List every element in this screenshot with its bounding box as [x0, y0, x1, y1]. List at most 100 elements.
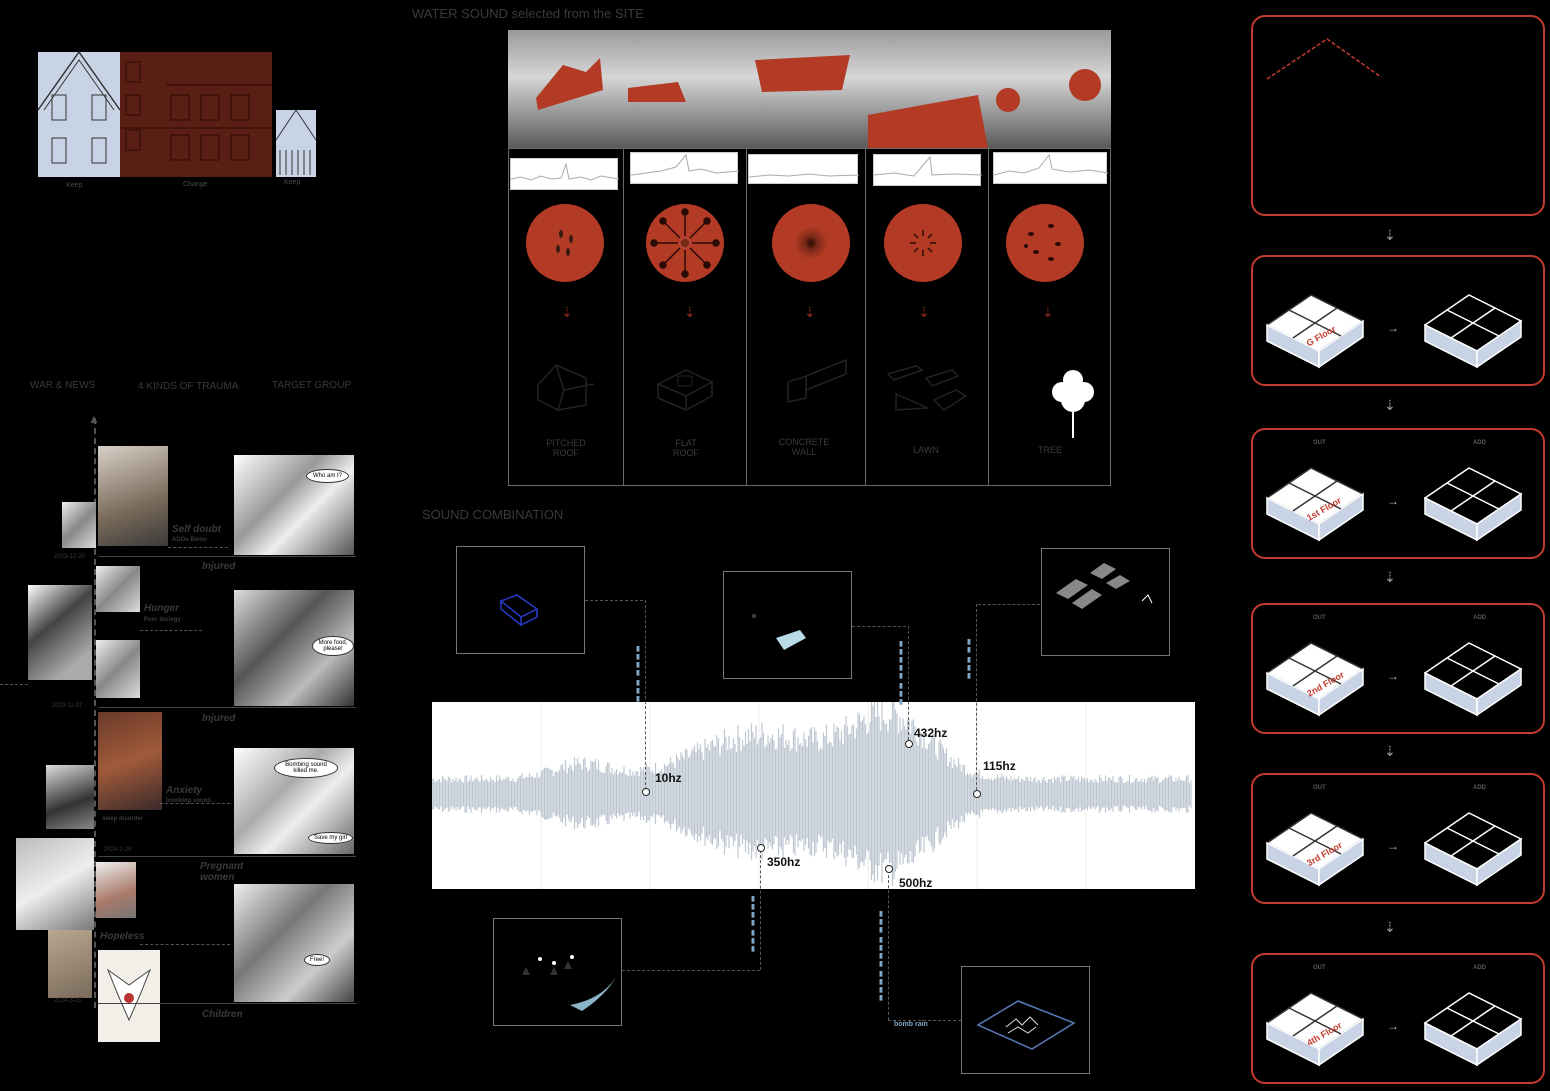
photo-flat-roof — [628, 30, 750, 148]
building-elevation — [36, 50, 321, 180]
news-photo-9 — [96, 862, 136, 918]
label-tree: TREE — [1037, 445, 1062, 455]
step-roof — [1251, 15, 1545, 216]
speech-bubble: More food, please! — [312, 636, 354, 656]
comic-panel-4: Free! — [234, 884, 354, 1002]
pattern-disc-concrete-wall — [772, 204, 850, 282]
change-label: Change — [183, 181, 208, 188]
freq-point-432hz — [905, 740, 913, 748]
connector — [760, 850, 761, 970]
trauma-anxiety: Anxiety — [166, 785, 203, 796]
trauma-hunger-sub: Poor biology — [144, 617, 181, 623]
speech-bubble: Free! — [304, 954, 331, 966]
process-arrow-icon: ⇣ — [1384, 227, 1396, 243]
news-photo-4 — [96, 566, 140, 612]
freq-label-115hz: 115hz — [983, 759, 1016, 773]
divider — [98, 707, 356, 708]
date-2: 2023-11-07 — [52, 703, 83, 709]
target-group-header: TARGET GROUP — [272, 380, 352, 391]
freq-point-10hz — [642, 788, 650, 796]
connector — [585, 600, 643, 601]
freq-label-432hz: 432hz — [914, 726, 948, 740]
photo-tree — [990, 30, 1111, 148]
arrow-down-icon: ⇣ — [1042, 304, 1054, 320]
connector — [140, 630, 202, 631]
step-2nd-floor — [1251, 603, 1545, 734]
connector — [978, 604, 1040, 605]
war-news-header: WAR & NEWS — [30, 380, 96, 391]
dove-poster — [98, 950, 160, 1042]
date-3: 2024-2-29 — [104, 847, 132, 853]
connector — [888, 870, 889, 1020]
speech-bubble: Save my girl — [308, 832, 354, 844]
out-label: OUT — [1313, 785, 1326, 791]
add-label: ADD — [1473, 785, 1486, 791]
connector — [168, 547, 228, 548]
step-3rd-floor — [1251, 773, 1545, 904]
group-injured-1: Injured — [202, 561, 236, 572]
process-arrow-icon: ⇣ — [1384, 569, 1396, 585]
label-lawn: LAWN — [913, 445, 939, 455]
arrow-right-icon: → — [1387, 1019, 1399, 1033]
freq-point-350hz — [757, 844, 765, 852]
concrete-wall-icon — [786, 356, 848, 411]
connector — [622, 970, 760, 971]
spectrum-pitched-roof — [510, 158, 620, 190]
news-photo-3 — [28, 585, 92, 680]
timeline-arrow-icon: ▲ — [88, 412, 100, 426]
connector — [0, 684, 28, 685]
trauma-self-doubt-sub: ADOs Bwoo — [172, 537, 207, 543]
news-photo-2 — [98, 446, 168, 546]
photo-lawn — [868, 30, 990, 148]
model-frame-4 — [493, 918, 622, 1026]
sound-combination-title: SOUND COMBINATION — [422, 507, 564, 522]
add-label: ADD — [1473, 440, 1486, 446]
photo-concrete-wall — [750, 30, 868, 148]
spectrum-lawn — [873, 154, 983, 186]
arrow-right-icon: → — [1387, 494, 1399, 508]
step-4th-floor — [1251, 953, 1545, 1084]
connector — [908, 626, 909, 740]
arrow-down-icon: ⇣ — [561, 304, 573, 320]
out-label: OUT — [1313, 440, 1326, 446]
comic-panel-3: Bombing sound killed me. Save my girl — [234, 748, 354, 854]
arrow-down-icon: ⇣ — [918, 304, 930, 320]
add-label: ADD — [1473, 615, 1486, 621]
connector — [888, 1020, 961, 1021]
comic-panel-1: Who am I? — [234, 455, 354, 555]
process-arrow-icon: ⇣ — [1384, 919, 1396, 935]
freq-label-10hz: 10hz — [655, 771, 682, 785]
water-sound-title: WATER SOUND selected from the SITE — [412, 6, 644, 21]
pattern-disc-lawn — [884, 204, 962, 282]
vertical-label: ▮▮▮ ▮▮▮▮ — [750, 895, 757, 953]
speech-bubble: Bombing sound killed me. — [274, 758, 338, 778]
connector — [976, 604, 977, 790]
model-frame-5 — [961, 966, 1090, 1074]
pattern-disc-pitched-roof — [526, 204, 604, 282]
keep-label-1: Keep — [66, 182, 83, 189]
floor-diagram: →G Floor — [1251, 255, 1545, 386]
column-tree — [988, 148, 1111, 486]
tree-icon — [1048, 368, 1098, 445]
spectrum-concrete-wall — [748, 154, 860, 184]
divider — [98, 856, 356, 857]
lawn-icon — [886, 360, 970, 425]
freq-point-115hz — [973, 790, 981, 798]
comic-panel-2: More food, please! — [234, 590, 354, 706]
vertical-label: ▮▮▮ ▮▮▮▮ — [635, 645, 642, 703]
pattern-disc-tree — [1006, 204, 1084, 282]
news-photo-7 — [46, 765, 94, 829]
process-arrow-icon: ⇣ — [1384, 397, 1396, 413]
trauma-header: 4 KINDS OF TRAUMA — [138, 381, 239, 392]
group-pregnant: Pregnant women — [200, 861, 244, 883]
sound-waveform — [431, 694, 1195, 889]
speech-bubble: Who am I? — [306, 469, 350, 483]
news-photo-10 — [48, 930, 92, 998]
trauma-hopeless: Hopeless — [100, 931, 145, 942]
model-frame-3 — [1041, 548, 1170, 656]
arrow-right-icon: → — [1387, 669, 1399, 683]
connector — [852, 626, 906, 627]
